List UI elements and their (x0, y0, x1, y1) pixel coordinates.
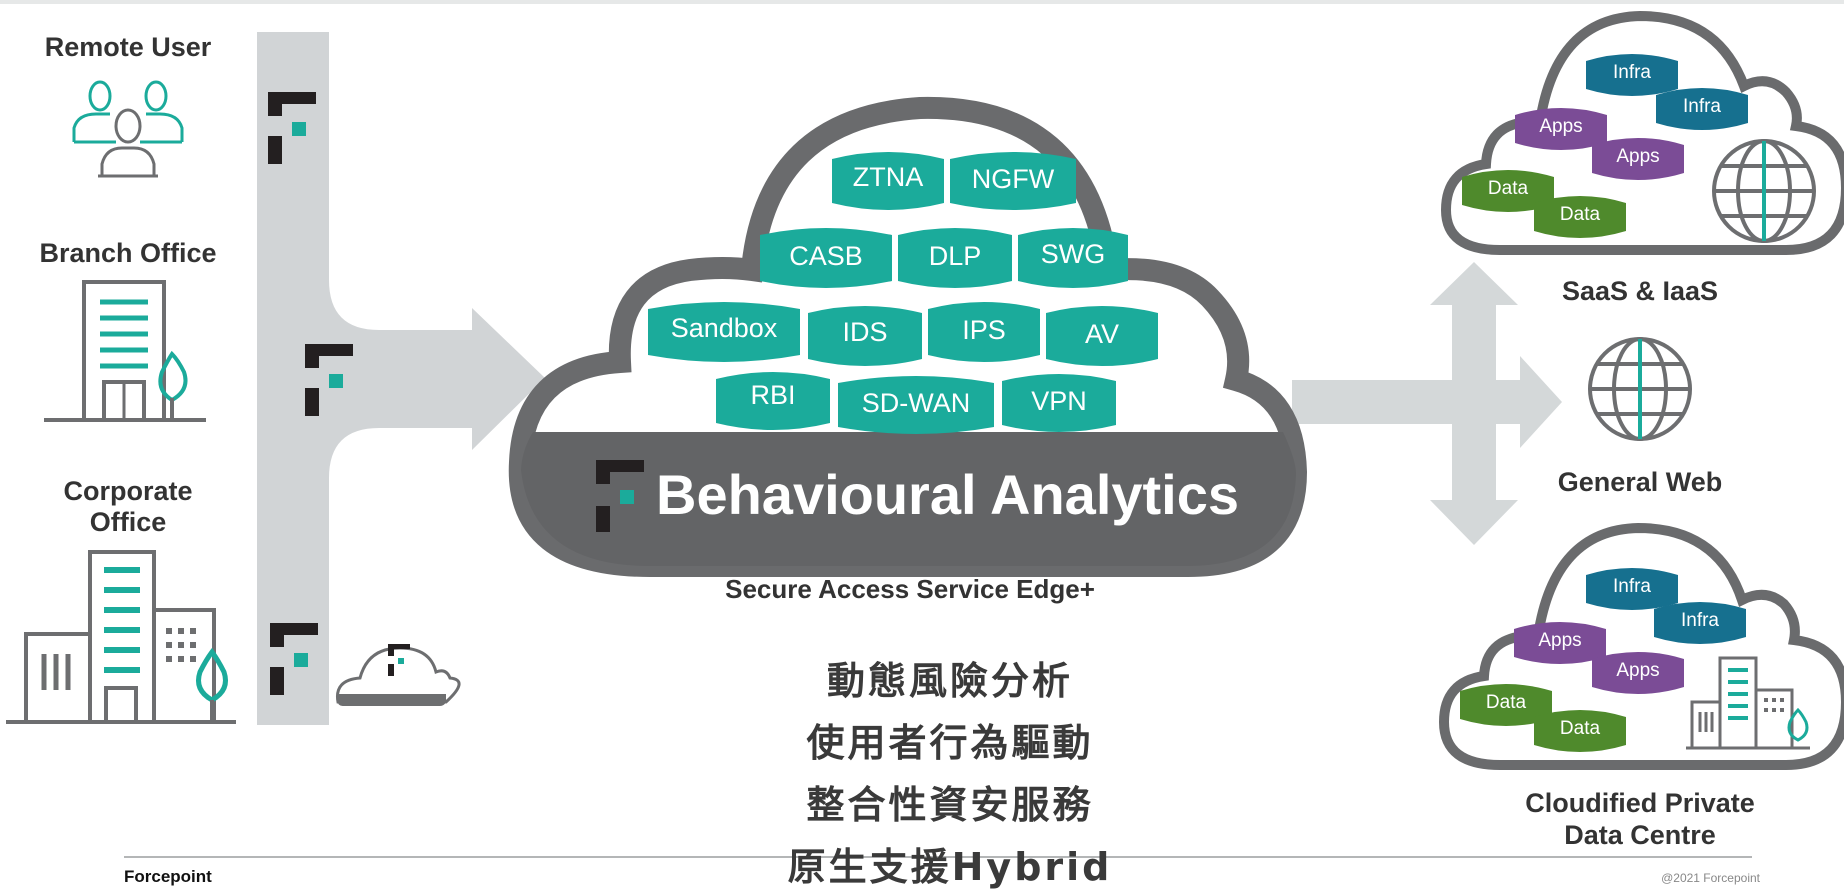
service-tile-dlp: DLP (898, 228, 1012, 288)
private-tile-infra: Infra (1586, 568, 1678, 610)
private-datacentre-label-line1: Cloudified Private (1525, 788, 1755, 818)
remote-user-label: Remote User (44, 32, 212, 62)
service-tile-swg: SWG (1018, 228, 1128, 288)
svg-text:Data: Data (1560, 718, 1601, 739)
svg-text:Apps: Apps (1616, 146, 1659, 167)
datacentre-building-icon (1686, 656, 1810, 750)
general-web-globe-icon (1588, 337, 1692, 441)
service-tiles: ZTNA NGFW CASB DLP SWG Sandbox IDS IPS AV RBI SD-W… (648, 152, 1158, 434)
svg-text:Infra: Infra (1683, 96, 1721, 117)
footer-copyright: @2021 Forcepoint (1661, 871, 1760, 885)
svg-text:Apps: Apps (1539, 116, 1582, 137)
svg-text:Infra: Infra (1681, 610, 1719, 631)
saas-iaas-label: SaaS & IaaS (1561, 276, 1719, 306)
svg-text:Data: Data (1486, 692, 1527, 713)
svg-text:Data: Data (1488, 178, 1529, 199)
sase-subtitle: Secure Access Service Edge+ (725, 574, 1095, 604)
private-tile-apps: Apps (1592, 652, 1684, 694)
service-tile-rbi: RBI (716, 372, 830, 430)
globe-icon (1712, 139, 1816, 243)
corporate-office-label-line2: Office (89, 507, 167, 537)
svg-text:IPS: IPS (962, 315, 1006, 345)
private-tile-data: Data (1460, 684, 1552, 726)
forcepoint-logo-icon (596, 460, 644, 532)
branch-office-label: Branch Office (39, 238, 217, 268)
remote-user-icon (72, 80, 184, 178)
saas-tile-apps: Apps (1515, 108, 1607, 150)
service-tile-ztna: ZTNA (832, 152, 944, 210)
svg-text:SD-WAN: SD-WAN (862, 388, 971, 418)
small-cloud-icon (335, 644, 461, 706)
svg-text:RBI: RBI (750, 380, 795, 410)
svg-text:VPN: VPN (1031, 386, 1087, 416)
network-road (257, 32, 545, 725)
svg-text:Sandbox: Sandbox (671, 313, 778, 343)
svg-text:IDS: IDS (842, 317, 887, 347)
svg-text:CASB: CASB (789, 241, 863, 271)
footer-brand: Forcepoint (124, 867, 212, 886)
private-tile-infra: Infra (1654, 602, 1746, 644)
general-web-label: General Web (1557, 467, 1723, 497)
svg-text:SWG: SWG (1041, 239, 1106, 269)
forcepoint-marker-icon (268, 92, 316, 164)
private-cloud (1438, 522, 1844, 770)
corporate-office-label-line1: Corporate (63, 476, 193, 506)
service-tile-ids: IDS (808, 306, 922, 366)
service-tile-ngfw: NGFW (950, 152, 1076, 210)
forcepoint-marker-icon (270, 623, 318, 695)
private-tile-data: Data (1534, 710, 1626, 752)
feature-line: 原生支援Hybrid (787, 845, 1113, 889)
private-tile-apps: Apps (1514, 622, 1606, 664)
feature-line: 整合性資安服務 (806, 783, 1094, 827)
svg-text:Apps: Apps (1538, 630, 1581, 651)
saas-tile-infra: Infra (1656, 88, 1748, 130)
svg-text:Infra: Infra (1613, 576, 1651, 597)
service-tile-av: AV (1046, 306, 1158, 366)
outbound-arrows (1292, 262, 1562, 545)
service-tile-ips: IPS (928, 302, 1040, 362)
corporate-office-icon (6, 550, 236, 724)
svg-text:DLP: DLP (929, 241, 982, 271)
behavioural-analytics-title: Behavioural Analytics (656, 463, 1240, 526)
service-tile-sd-wan: SD-WAN (838, 376, 994, 434)
svg-text:Infra: Infra (1613, 62, 1651, 83)
saas-tile-data: Data (1534, 196, 1626, 238)
feature-line: 動態風險分析 (826, 659, 1073, 703)
saas-tile-apps: Apps (1592, 138, 1684, 180)
svg-text:Apps: Apps (1616, 660, 1659, 681)
private-datacentre-label-line2: Data Centre (1564, 820, 1716, 850)
svg-text:Data: Data (1560, 204, 1601, 225)
svg-text:ZTNA: ZTNA (853, 162, 924, 192)
saas-tile-infra: Infra (1586, 54, 1678, 96)
branch-office-icon (44, 280, 206, 422)
saas-tile-data: Data (1462, 170, 1554, 212)
svg-text:AV: AV (1085, 319, 1119, 349)
service-tile-vpn: VPN (1002, 374, 1116, 432)
svg-text:NGFW: NGFW (972, 164, 1055, 194)
feature-line: 使用者行為驅動 (806, 721, 1094, 765)
service-tile-sandbox: Sandbox (648, 302, 800, 362)
forcepoint-marker-icon (305, 344, 353, 416)
service-tile-casb: CASB (760, 228, 892, 288)
